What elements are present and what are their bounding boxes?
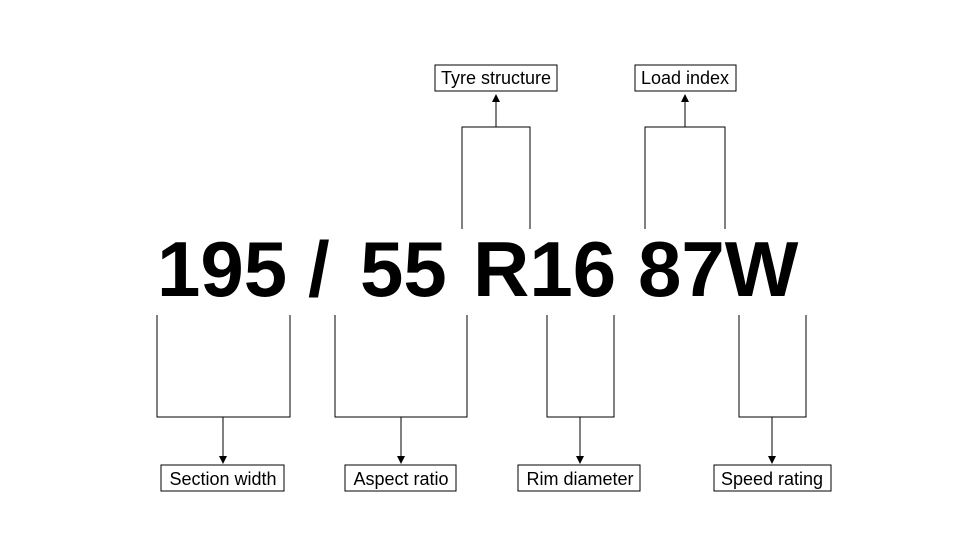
bracket-load-index xyxy=(644,126,726,229)
bracket-speed-rating xyxy=(738,315,807,418)
label-load-index: Load index xyxy=(641,68,729,88)
bracket-section-width xyxy=(156,315,291,418)
label-speed-rating: Speed rating xyxy=(721,469,823,489)
code-separator: / xyxy=(308,225,330,313)
label-speed-rating-box: Speed rating xyxy=(713,464,832,492)
label-rim-diameter: Rim diameter xyxy=(526,469,633,489)
label-aspect-ratio: Aspect ratio xyxy=(353,469,448,489)
code-section-width: 195 xyxy=(157,225,287,313)
bracket-tyre-structure xyxy=(461,126,531,229)
label-section-width: Section width xyxy=(169,469,276,489)
tyre-code: 195 / 55 R16 87W xyxy=(157,225,799,313)
label-load-index-box: Load index xyxy=(634,64,737,92)
label-tyre-structure: Tyre structure xyxy=(441,68,551,88)
code-rim: R16 xyxy=(473,225,616,313)
label-tyre-structure-box: Tyre structure xyxy=(434,64,558,92)
label-aspect-ratio-box: Aspect ratio xyxy=(344,464,457,492)
code-service: 87W xyxy=(638,225,799,313)
bracket-aspect-ratio xyxy=(334,315,468,418)
label-section-width-box: Section width xyxy=(160,464,285,492)
label-rim-diameter-box: Rim diameter xyxy=(517,464,641,492)
bracket-rim-diameter xyxy=(546,315,615,418)
code-aspect-ratio: 55 xyxy=(360,225,447,313)
